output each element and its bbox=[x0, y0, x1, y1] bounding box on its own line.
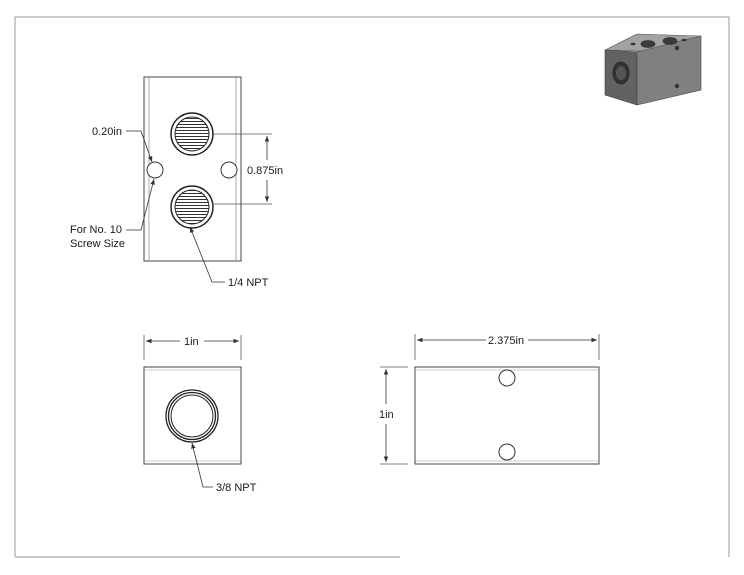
side-length-dimension bbox=[414, 334, 600, 360]
iso-side-hole-2 bbox=[674, 83, 680, 89]
mounting-hole-right bbox=[220, 161, 238, 179]
end-width-label: 1in bbox=[184, 336, 199, 348]
screw-note-line2: Screw Size bbox=[70, 238, 125, 250]
iso-top-port-2 bbox=[662, 37, 678, 45]
port-note-leader bbox=[189, 226, 225, 283]
isometric-preview bbox=[604, 33, 702, 106]
end-view: 1in 3/8 NPT bbox=[143, 335, 257, 494]
screw-note-line1: For No. 10 bbox=[70, 224, 122, 236]
hole-dim-leader bbox=[126, 130, 153, 163]
lower-npt-port bbox=[170, 185, 214, 229]
iso-top-port-1 bbox=[640, 40, 656, 48]
side-view: 2.375in 1in bbox=[379, 334, 600, 465]
side-length-label: 2.375in bbox=[488, 335, 524, 347]
end-width-dimension bbox=[143, 335, 242, 360]
mounting-hole-left bbox=[146, 161, 164, 179]
spacing-dim-label: 0.875in bbox=[247, 165, 283, 177]
iso-side-face bbox=[636, 35, 702, 106]
spacing-dimension bbox=[212, 133, 272, 205]
top-view: 0.875in 0.20in For No. 10 Screw Size 1/4… bbox=[70, 76, 283, 289]
end-port-leader bbox=[191, 442, 213, 488]
three-eighths-npt-label: 3/8 NPT bbox=[216, 482, 257, 494]
three-eighths-npt-port bbox=[165, 389, 219, 443]
quarter-npt-label: 1/4 NPT bbox=[228, 277, 269, 289]
side-hole-bottom bbox=[498, 443, 516, 461]
upper-npt-port bbox=[170, 112, 214, 156]
side-hole-top bbox=[498, 369, 516, 387]
sheet-border bbox=[14, 16, 730, 558]
iso-side-hole-1 bbox=[674, 45, 680, 51]
side-height-dimension bbox=[380, 366, 408, 465]
hole-dim-label: 0.20in bbox=[92, 126, 122, 138]
screw-note-leader bbox=[126, 178, 155, 231]
side-height-label: 1in bbox=[379, 409, 394, 421]
